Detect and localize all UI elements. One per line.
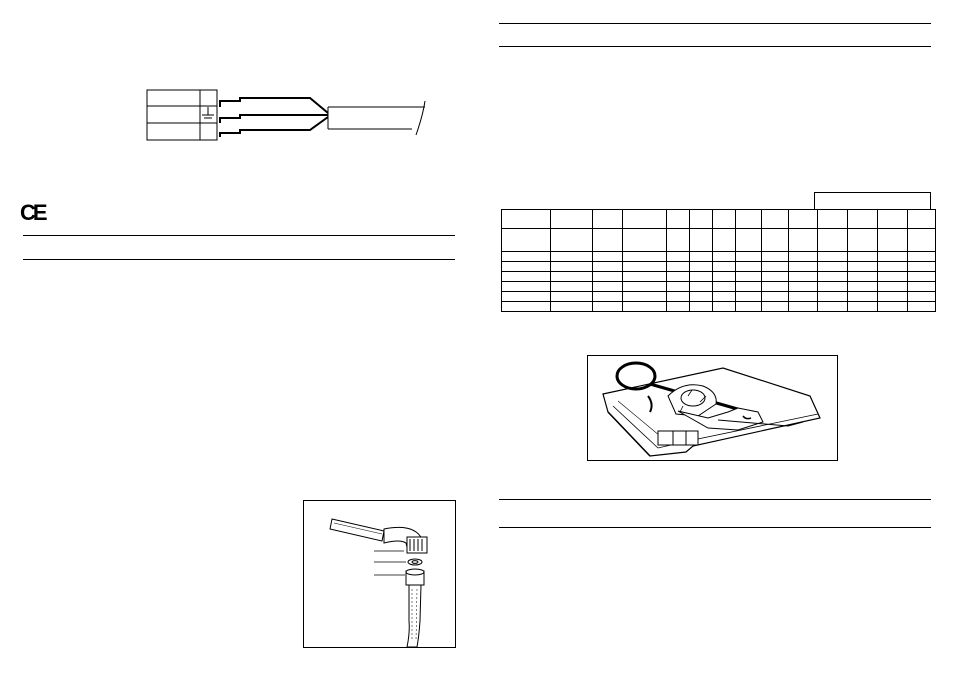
spec-table: [501, 209, 936, 312]
section-rule-bottom: [23, 259, 455, 260]
table-row: [501, 281, 936, 292]
right-rule-2: [499, 46, 931, 47]
table-row: [501, 271, 936, 282]
table-row: [501, 291, 936, 302]
right-rule-1: [499, 23, 931, 24]
spec-table-header-row: [501, 209, 936, 229]
gas-fitting-figure: [303, 500, 456, 648]
table-row: [501, 301, 936, 312]
ce-mark: CE: [20, 200, 48, 225]
right-rule-4: [499, 527, 931, 528]
section-rule-top: [23, 235, 455, 236]
spec-table-group-header: [814, 192, 931, 209]
right-rule-3: [499, 499, 931, 500]
table-row: [501, 261, 936, 272]
wiring-diagram-svg: [146, 89, 426, 141]
burner-tray-figure: [587, 355, 838, 461]
table-row: [501, 251, 936, 262]
spec-table-header-row-2: [501, 228, 936, 252]
gas-fitting-illustration: [329, 518, 428, 648]
burner-tray-illustration: [602, 361, 821, 457]
wiring-diagram: [140, 85, 440, 145]
